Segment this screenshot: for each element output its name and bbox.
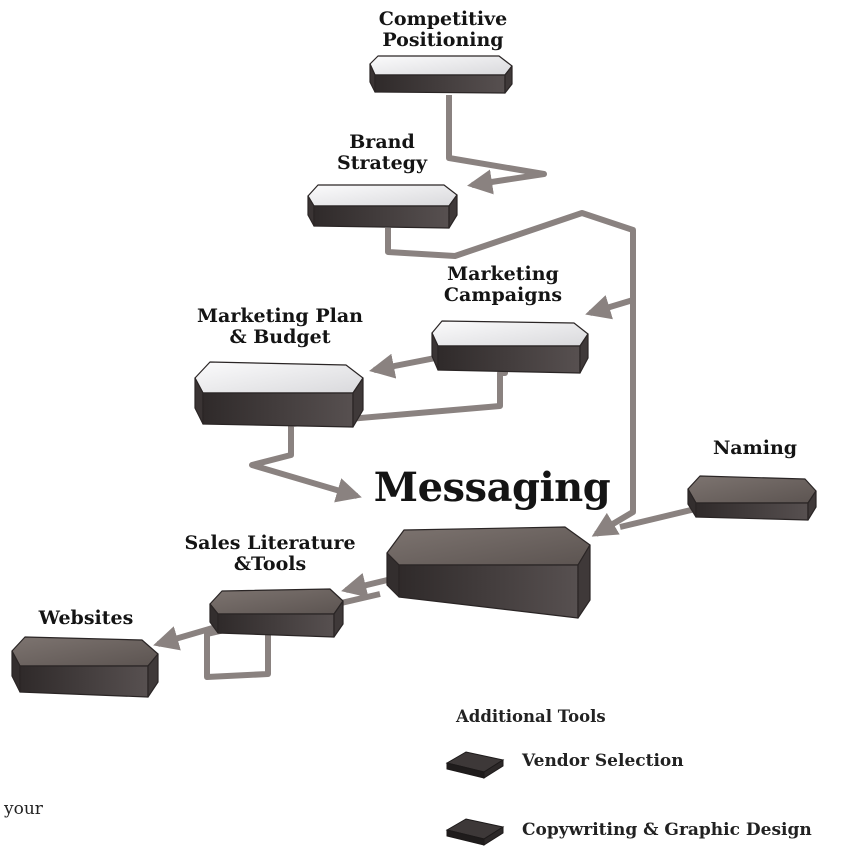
node-naming: [687, 475, 817, 521]
label-messaging: Messaging: [373, 464, 611, 511]
legend-swatch-vendor-selection: [445, 751, 505, 779]
node-sales-literature-tools: [209, 588, 344, 638]
label-naming: Naming: [712, 437, 798, 459]
connector-campaigns-to-messaging: [249, 360, 508, 503]
node-messaging: [386, 526, 591, 619]
legend-item-vendor-selection: Vendor Selection: [522, 751, 684, 771]
legend-title: Additional Tools: [456, 707, 606, 726]
node-brand-strategy: [307, 184, 458, 229]
node-websites: [11, 636, 159, 698]
label-marketing-plan-budget: Marketing Plan& Budget: [197, 305, 363, 349]
legend-item-copywriting-graphic-design: Copywriting & Graphic Design: [522, 820, 812, 840]
connector-brand-to-campaigns: [585, 295, 634, 320]
legend-swatch-copywriting-graphic-design: [445, 818, 505, 846]
node-marketing-campaigns: [431, 320, 589, 374]
node-competitive-positioning: [369, 55, 513, 94]
connector-brand-to-messaging: [385, 210, 636, 537]
cropped-text-fragment: your: [4, 799, 43, 819]
label-sales-literature-tools: Sales Literature&Tools: [184, 532, 356, 576]
connector-competitive-to-brand: [446, 95, 547, 195]
node-marketing-plan-budget: [194, 361, 364, 428]
label-websites: Websites: [38, 607, 134, 629]
